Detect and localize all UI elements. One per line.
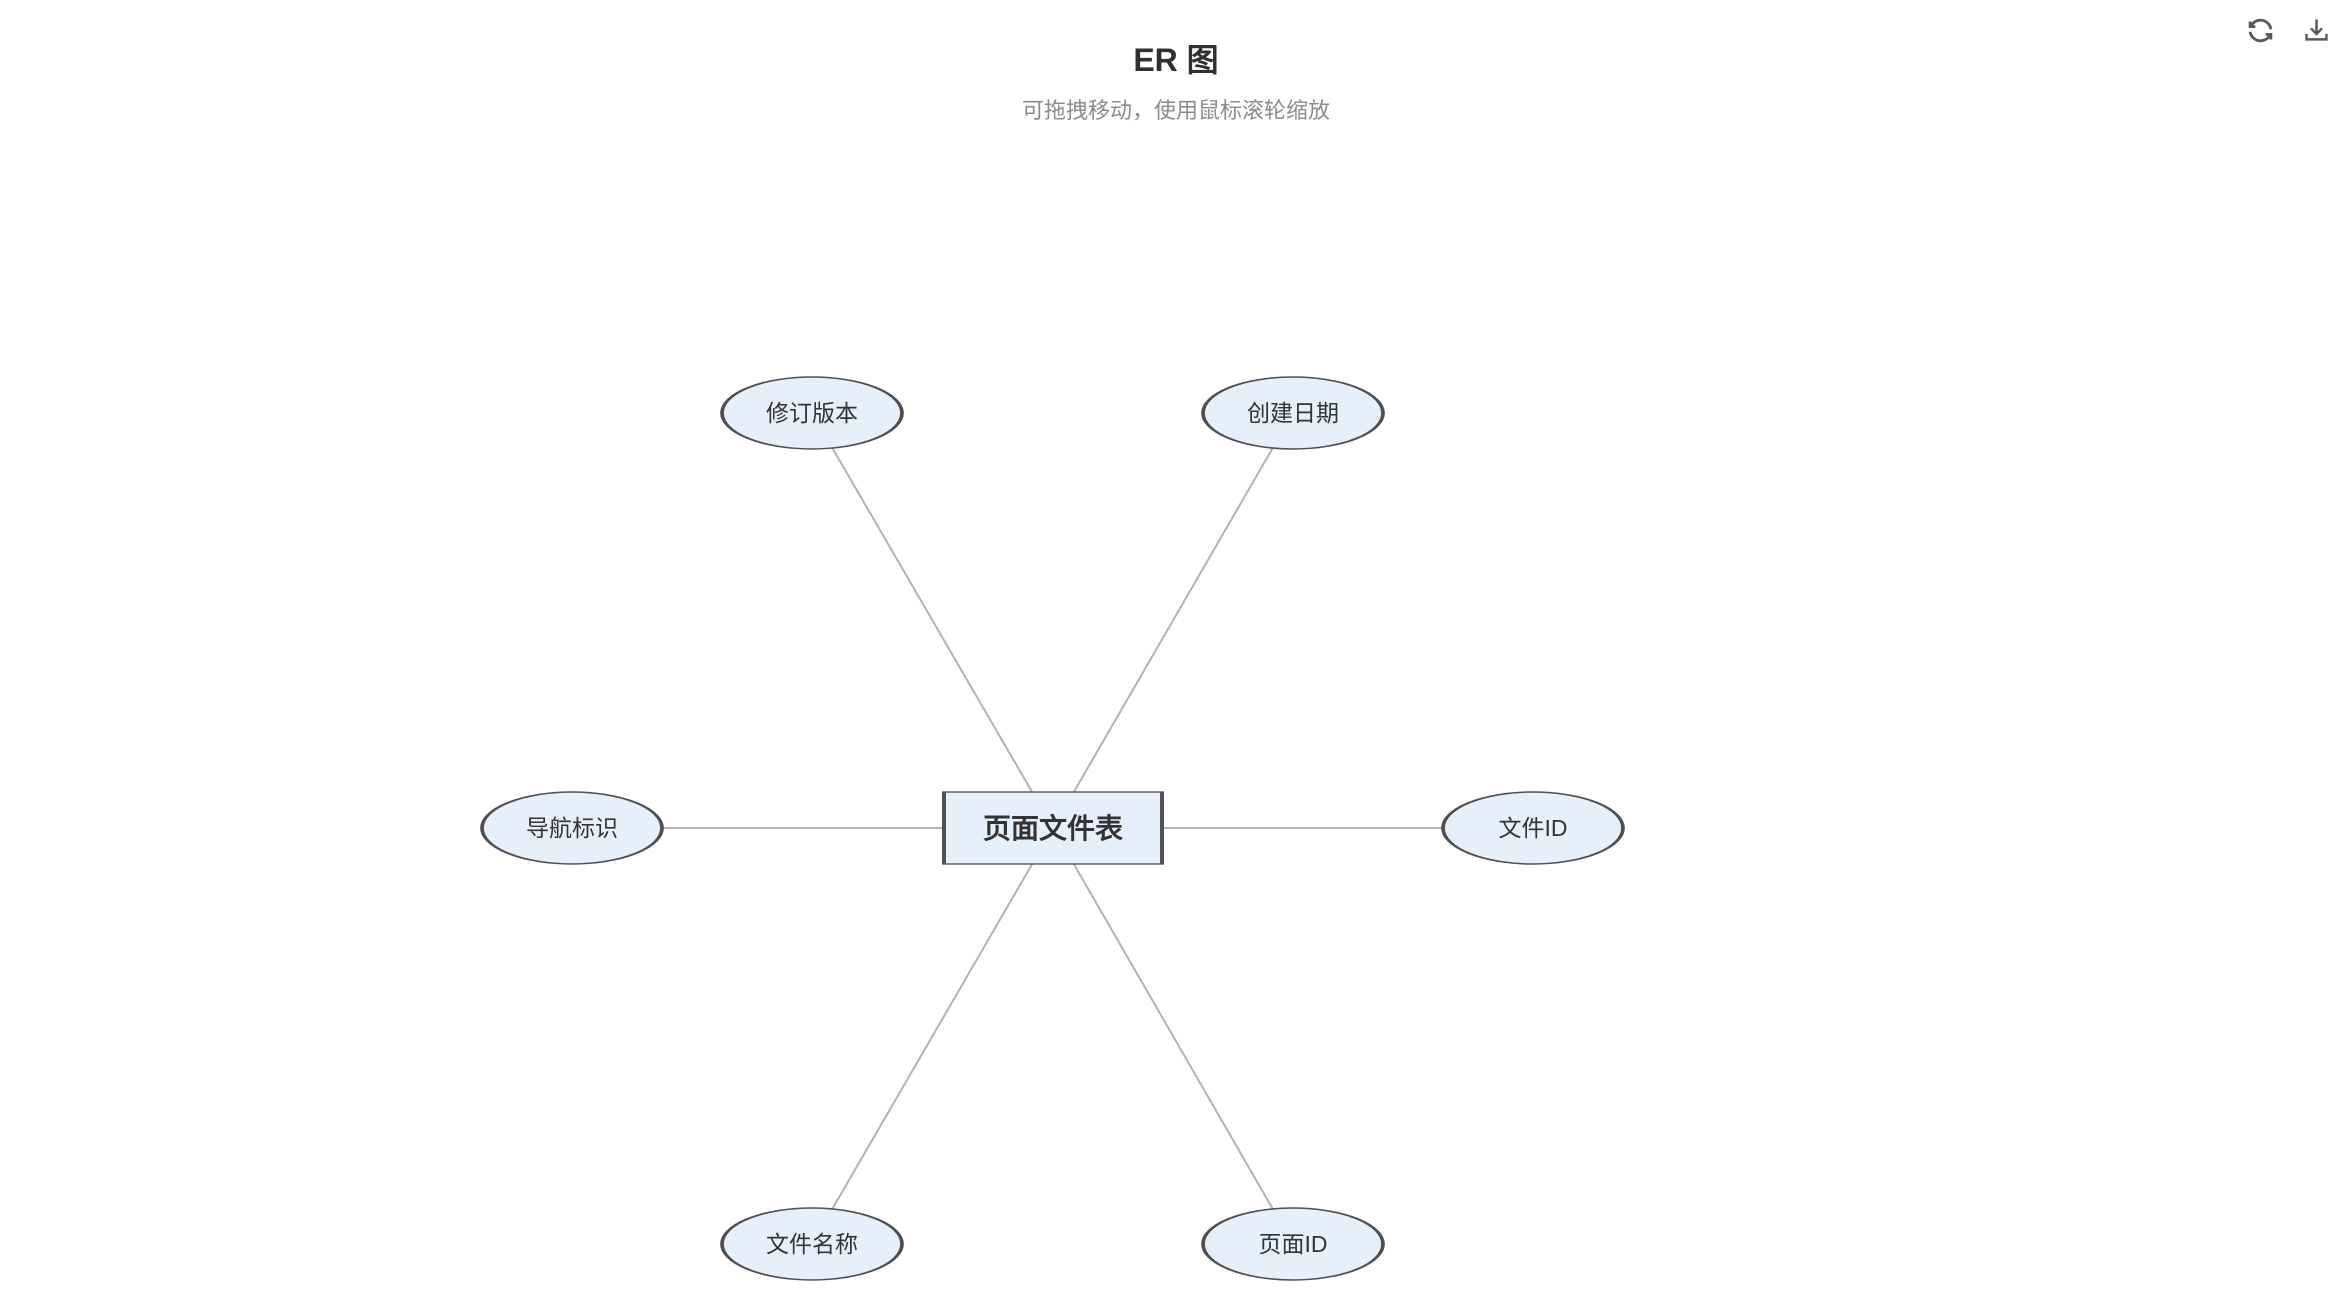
attribute-ellipse [480, 791, 664, 865]
attribute-ellipse [720, 376, 904, 450]
download-icon [2301, 15, 2332, 49]
edge-line [1052, 412, 1294, 829]
edge-line [811, 412, 1054, 829]
edge-line [811, 827, 1054, 1245]
attribute-node[interactable]: 文件ID [1441, 791, 1625, 865]
edge-line [1052, 827, 1294, 1245]
entity-label: 页面文件表 [983, 812, 1123, 844]
attribute-node[interactable]: 创建日期 [1201, 376, 1385, 450]
attribute-label: 创建日期 [1247, 400, 1339, 426]
attribute-node[interactable]: 文件名称 [720, 1207, 904, 1281]
attribute-ellipse [1441, 791, 1625, 865]
attribute-ellipse [720, 1207, 904, 1281]
attribute-node[interactable]: 修订版本 [720, 376, 904, 450]
refresh-icon [2245, 15, 2276, 49]
attribute-node[interactable]: 页面ID [1201, 1207, 1385, 1281]
entity-node[interactable]: 页面文件表 [942, 791, 1164, 865]
attribute-node[interactable]: 导航标识 [480, 791, 664, 865]
download-button[interactable] [2298, 14, 2334, 50]
attribute-label: 文件名称 [766, 1231, 858, 1257]
attribute-ellipse [1201, 376, 1385, 450]
entity-rect [942, 791, 1164, 865]
attribute-label: 文件ID [1499, 815, 1568, 841]
attribute-label: 页面ID [1259, 1231, 1328, 1257]
attribute-label: 导航标识 [526, 815, 618, 841]
toolbar [2242, 14, 2334, 50]
attribute-ellipse [1201, 1207, 1385, 1281]
attribute-label: 修订版本 [766, 400, 858, 426]
refresh-button[interactable] [2242, 14, 2278, 50]
